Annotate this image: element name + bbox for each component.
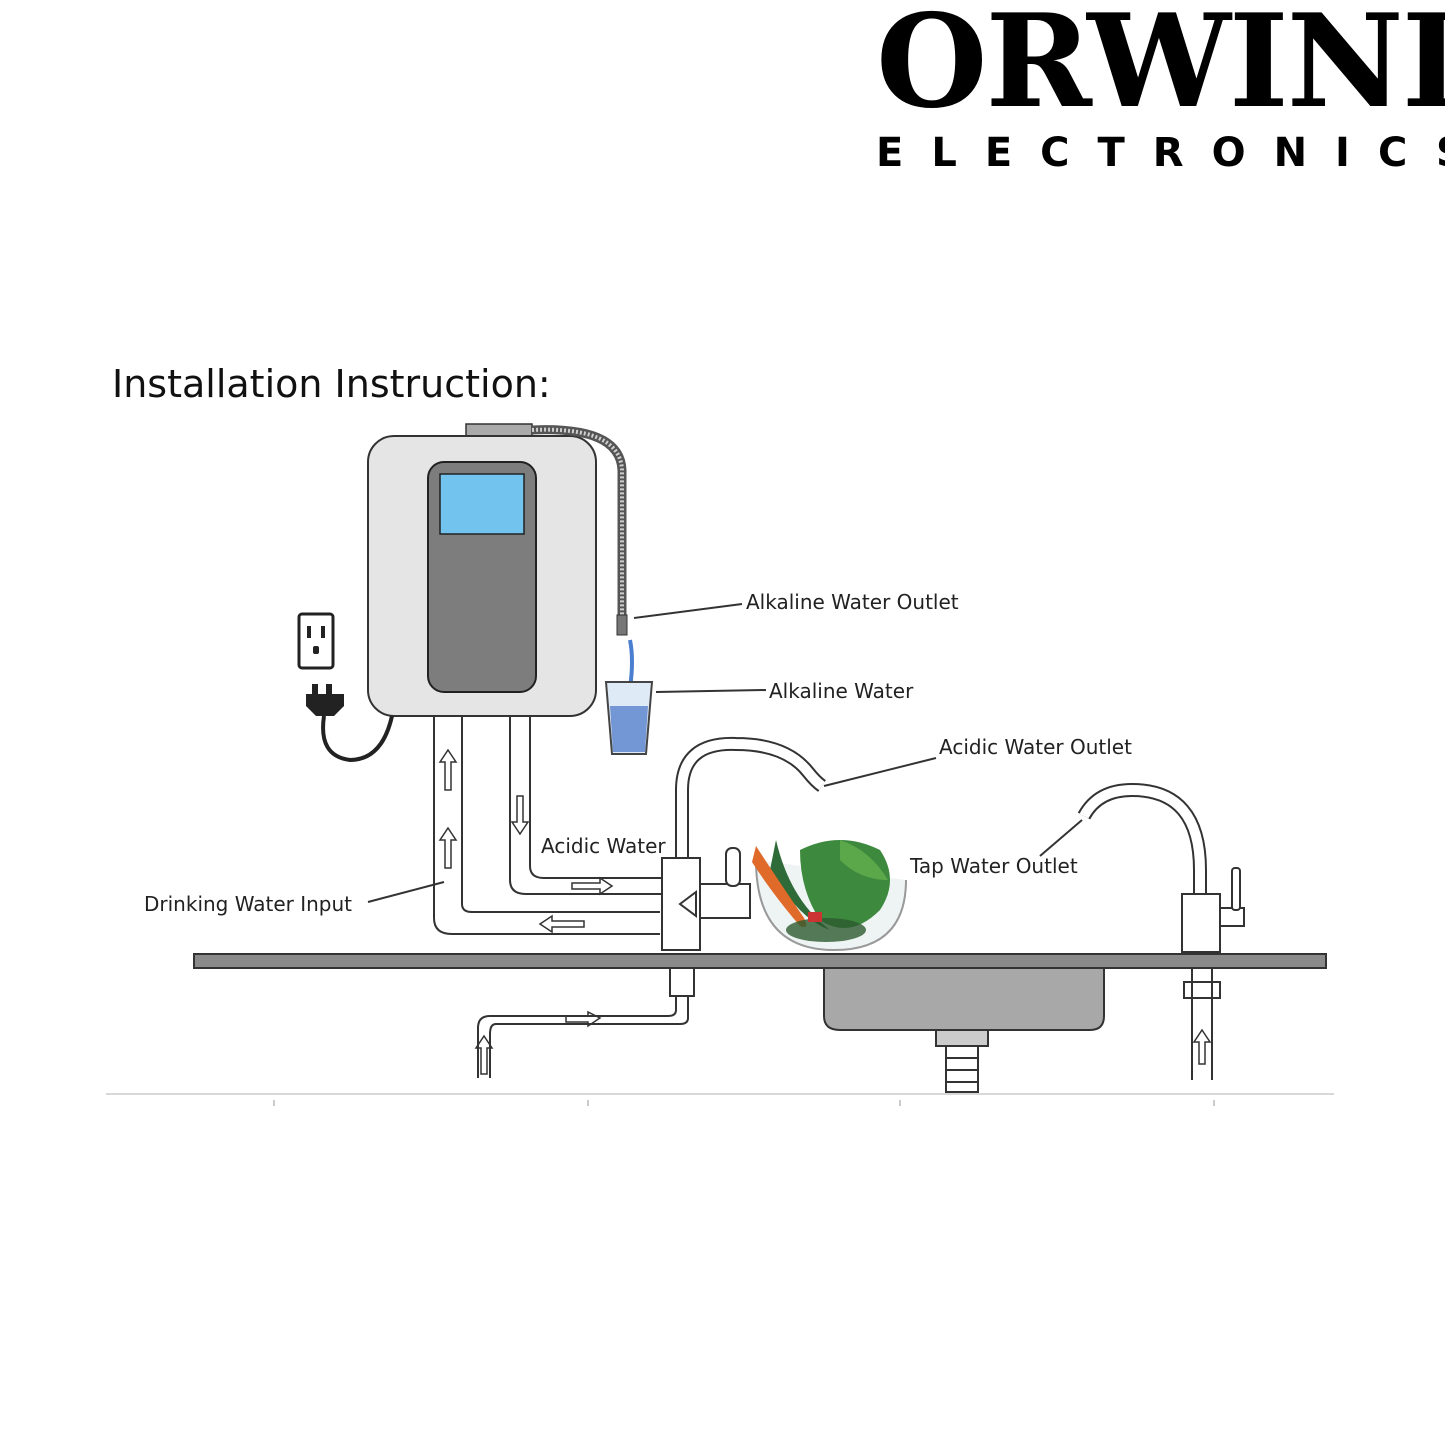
- label-acidic-water: Acidic Water: [541, 834, 666, 858]
- ionizer-faucet: [477, 736, 827, 1078]
- water-glass-icon: [604, 639, 654, 755]
- drinking-input-tube-outer: [433, 716, 660, 935]
- acidic-tube-outer: [509, 716, 664, 895]
- brand-logo: ORWIND ELECTRONICS: [860, 0, 1445, 190]
- countertop: [193, 953, 1327, 969]
- brand-name: ORWIND: [876, 0, 1445, 137]
- page-title: Installation Instruction:: [112, 362, 551, 406]
- hose-nozzle: [616, 614, 628, 636]
- leader-drinking-input: [367, 881, 445, 903]
- drinking-input-tube-inner: [461, 716, 660, 913]
- alkaline-hose: [531, 425, 627, 620]
- plug-icon: [306, 684, 394, 763]
- leader-alkaline-outlet: [633, 603, 743, 619]
- label-tap-outlet: Tap Water Outlet: [909, 854, 1078, 878]
- tap-faucet: [1077, 782, 1245, 1080]
- label-drinking-input: Drinking Water Input: [144, 892, 352, 916]
- leader-acidic-outlet: [823, 757, 937, 787]
- vegetable-bowl-icon: [752, 840, 907, 952]
- label-acidic-outlet: Acidic Water Outlet: [939, 735, 1132, 759]
- water-ionizer-unit: [367, 423, 597, 717]
- label-alkaline-water: Alkaline Water: [769, 679, 914, 703]
- label-alkaline-outlet: Alkaline Water Outlet: [746, 590, 959, 614]
- leader-alkaline-water: [655, 689, 767, 693]
- brand-subtitle: ELECTRONICS: [876, 130, 1445, 176]
- acidic-tube-inner: [529, 716, 664, 879]
- leader-tap-outlet: [1039, 819, 1083, 857]
- power-outlet-icon: [297, 612, 335, 670]
- lcd-screen: [439, 473, 525, 535]
- sink-basin: [823, 967, 1105, 1093]
